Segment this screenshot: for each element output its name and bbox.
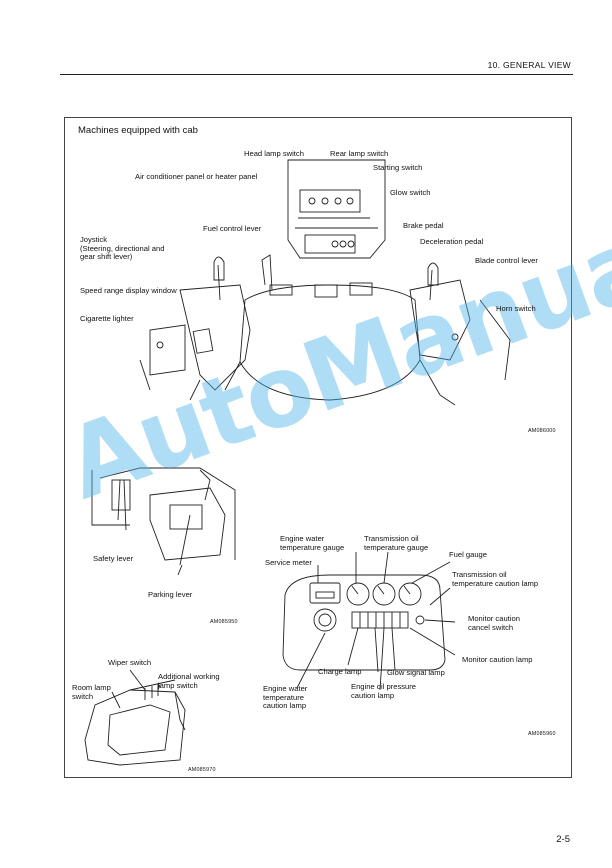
- head-lamp-switch-label: Head lamp switch: [244, 149, 304, 158]
- engine-oil-caution-label: Engine oil pressure caution lamp: [351, 682, 417, 700]
- figure-code-lever: AM085950: [210, 619, 238, 625]
- service-meter-label: Service meter: [265, 558, 312, 567]
- fuel-control-lever-label: Fuel control lever: [203, 224, 262, 233]
- blade-control-lever-label: Blade control lever: [475, 256, 538, 265]
- rear-lamp-switch-label: Rear lamp switch: [330, 149, 389, 158]
- joystick-label: Joystick (Steering, directional and gear…: [80, 235, 165, 262]
- transmission-caution-lamp-label: Transmission oil temperature caution lam…: [452, 570, 539, 588]
- horn-switch-label: Horn switch: [496, 304, 536, 313]
- safety-lever-label: Safety lever: [93, 554, 134, 563]
- page-header: 10. GENERAL VIEW: [60, 60, 573, 75]
- additional-lamp-switch-label: Additional working lamp switch: [158, 672, 220, 690]
- cigarette-lighter-label: Cigarette lighter: [80, 314, 134, 323]
- speed-range-window-label: Speed range display window: [80, 286, 177, 295]
- transmission-oil-gauge-label: Transmission oil temperature gauge: [364, 534, 429, 552]
- parking-lever-label: Parking lever: [148, 590, 193, 599]
- starting-switch-label: Starting switch: [373, 163, 423, 172]
- deceleration-pedal-label: Deceleration pedal: [420, 237, 484, 246]
- wiper-switch-label: Wiper switch: [108, 658, 152, 667]
- section-heading: 10. GENERAL VIEW: [487, 60, 571, 70]
- fuel-gauge-label: Fuel gauge: [449, 550, 487, 559]
- glow-signal-lamp-label: Glow signal lamp: [387, 668, 445, 677]
- monitor-panel-illustration: [282, 551, 456, 691]
- charge-lamp-label: Charge lamp: [318, 667, 362, 676]
- glow-switch-label: Glow switch: [390, 188, 431, 197]
- engine-water-caution-label: Engine water temperature caution lamp: [263, 684, 308, 711]
- brake-pedal-label: Brake pedal: [403, 221, 444, 230]
- monitor-caution-lamp-label: Monitor caution lamp: [462, 655, 533, 664]
- figure-code-cab: AM086000: [528, 428, 556, 434]
- page-number: 2-5: [556, 834, 570, 845]
- engine-water-gauge-label: Engine water temperature gauge: [280, 534, 345, 552]
- monitor-caution-cancel-label: Monitor caution cancel switch: [468, 614, 520, 632]
- figure-code-monitor: AM085960: [528, 731, 556, 737]
- figure-title: Machines equipped with cab: [78, 125, 198, 136]
- figure-code-roof: AM085970: [188, 767, 216, 773]
- air-conditioner-label: Air conditioner panel or heater panel: [135, 172, 258, 181]
- lever-illustration: [91, 467, 236, 576]
- cab-interior-illustration: [139, 159, 511, 406]
- room-lamp-switch-label: Room lamp switch: [72, 683, 111, 701]
- roof-illustration: [84, 669, 186, 766]
- figure-frame: [64, 117, 572, 778]
